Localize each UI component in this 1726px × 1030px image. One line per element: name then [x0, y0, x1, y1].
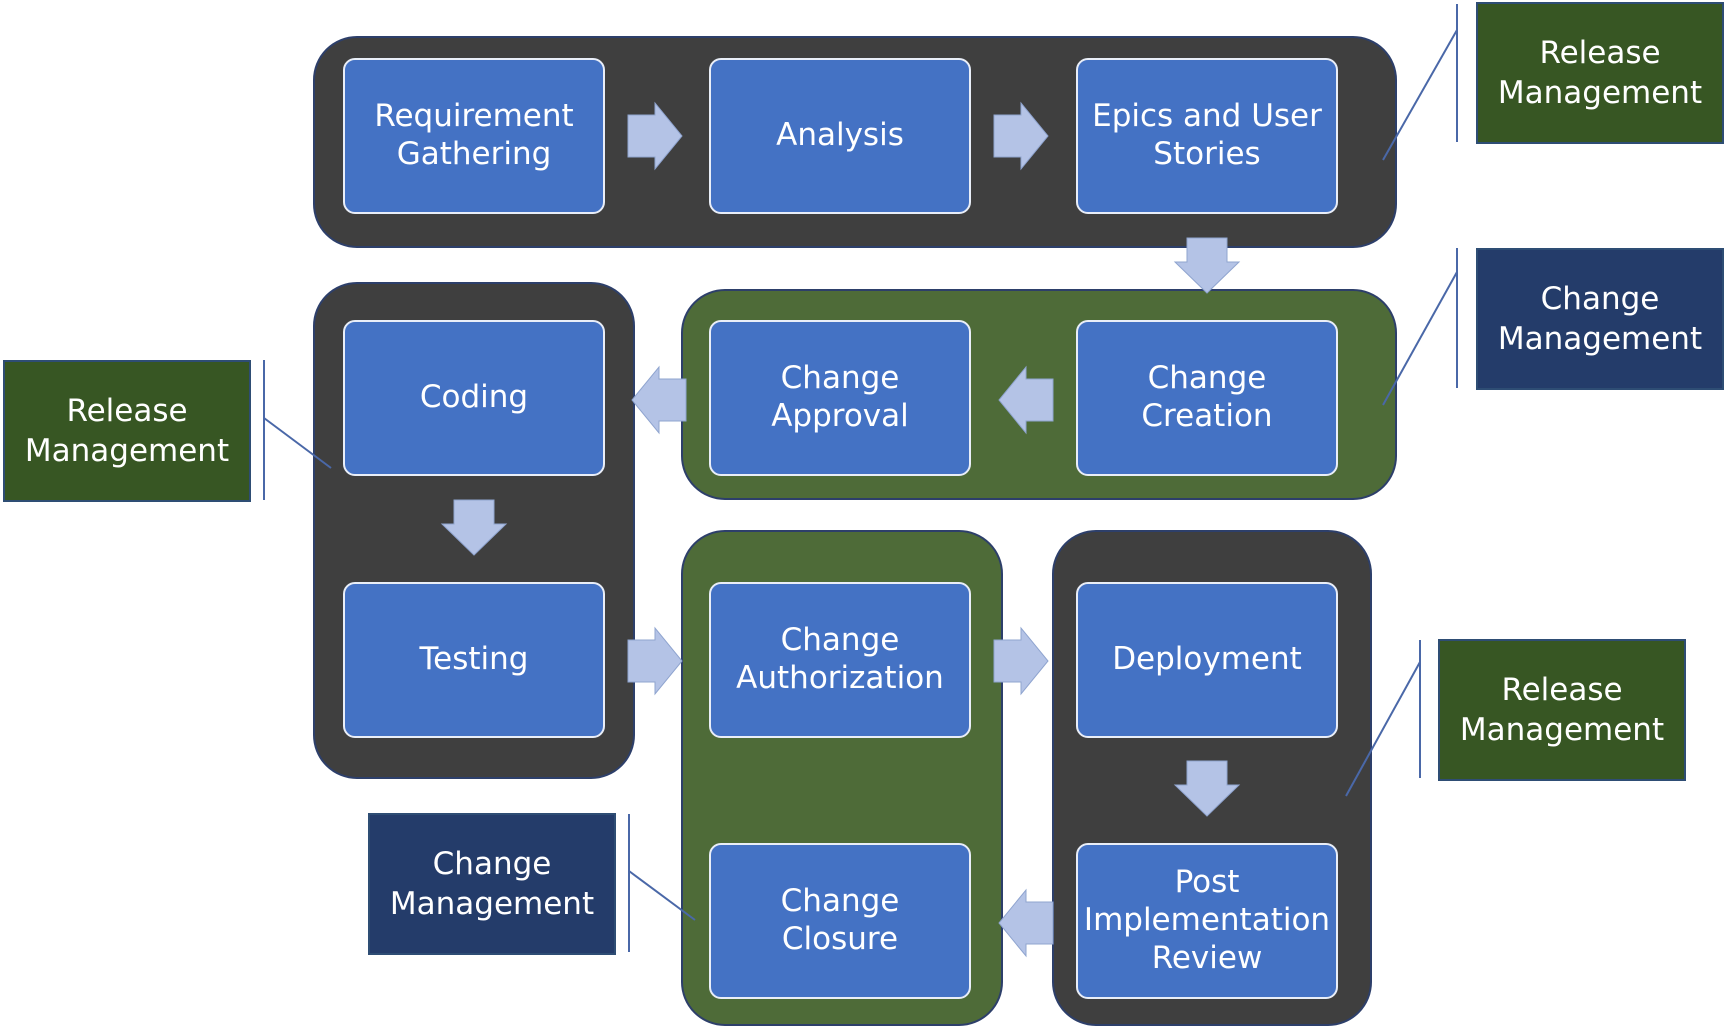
node-change-closure: Change Closure [709, 843, 971, 999]
arrow-right-icon [627, 626, 683, 696]
node-analysis: Analysis [709, 58, 971, 214]
arrow-left-icon [631, 365, 687, 435]
node-change-approval: Change Approval [709, 320, 971, 476]
node-testing: Testing [343, 582, 605, 738]
node-epics-user-stories: Epics and User Stories [1076, 58, 1338, 214]
callout-release-management: Release Management [3, 360, 251, 502]
node-deployment: Deployment [1076, 582, 1338, 738]
arrow-left-icon [998, 888, 1054, 958]
callout-release-management: Release Management [1438, 639, 1686, 781]
node-change-creation: Change Creation [1076, 320, 1338, 476]
node-change-authorization: Change Authorization [709, 582, 971, 738]
callout-release-management: Release Management [1476, 2, 1724, 144]
node-post-implementation-review: Post Implementation Review [1076, 843, 1338, 999]
node-coding: Coding [343, 320, 605, 476]
callout-change-management: Change Management [1476, 248, 1724, 390]
callout-change-management: Change Management [368, 813, 616, 955]
node-requirement-gathering: Requirement Gathering [343, 58, 605, 214]
